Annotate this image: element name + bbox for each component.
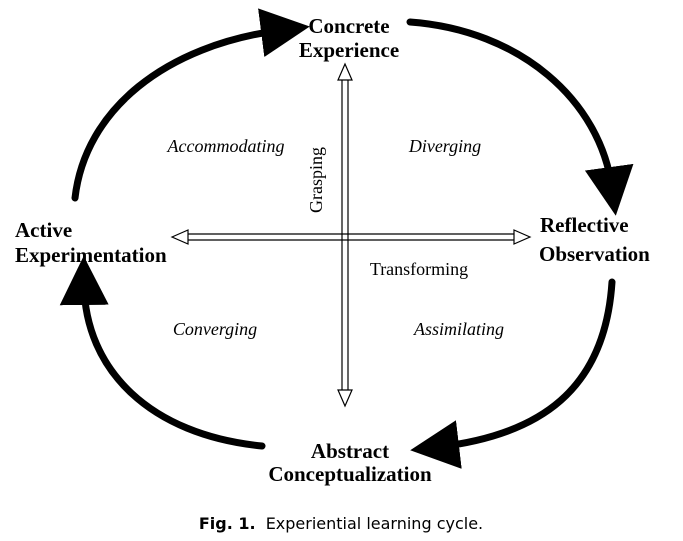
- node-top-line-2: Experience: [299, 38, 399, 62]
- quadrant-label-top-right: Diverging: [408, 136, 481, 156]
- quadrant-label-bottom-left: Converging: [173, 319, 257, 339]
- node-right-line-1: Reflective: [540, 213, 629, 237]
- cycle-arrows: [59, 8, 634, 469]
- node-right-line-2: Observation: [539, 242, 650, 266]
- vertical-axis-arrowhead-up: [337, 62, 353, 81]
- figure-caption-text: Experiential learning cycle.: [266, 514, 483, 533]
- central-axes: [170, 62, 532, 408]
- horizontal-axis-arrowhead-right: [513, 229, 532, 245]
- node-top-line-1: Concrete: [308, 14, 389, 38]
- horizontal-axis: [170, 229, 532, 245]
- node-bottom-line-2: Conceptualization: [268, 462, 432, 486]
- vertical-axis-arrowhead-down: [337, 389, 353, 408]
- node-abstract-conceptualization: Abstract Conceptualization: [268, 439, 432, 486]
- node-active-experimentation: Active Experimentation: [15, 218, 167, 267]
- horizontal-axis-arrowhead-left: [170, 229, 189, 245]
- cycle-arrow-top-to-right: [406, 18, 634, 216]
- figure-caption: Fig. 1. Experiential learning cycle.: [199, 514, 483, 533]
- figure-caption-label: Fig. 1.: [199, 514, 256, 533]
- node-left-line-2: Experimentation: [15, 243, 167, 267]
- node-left-line-1: Active: [15, 218, 72, 242]
- cycle-arrow-right-to-bottom: [410, 278, 616, 469]
- cycle-arrow-bottom-to-left: [59, 256, 266, 450]
- node-concrete-experience: Concrete Experience: [299, 14, 399, 62]
- vertical-axis: [337, 62, 353, 408]
- quadrant-label-top-left: Accommodating: [167, 136, 285, 156]
- node-reflective-observation: Reflective Observation: [539, 213, 650, 266]
- axis-label-horizontal: Transforming: [370, 259, 468, 279]
- quadrant-label-bottom-right: Assimilating: [413, 319, 504, 339]
- cycle-arrow-left-to-top: [71, 8, 310, 202]
- node-bottom-line-1: Abstract: [311, 439, 389, 463]
- axis-label-vertical: Grasping: [306, 147, 326, 213]
